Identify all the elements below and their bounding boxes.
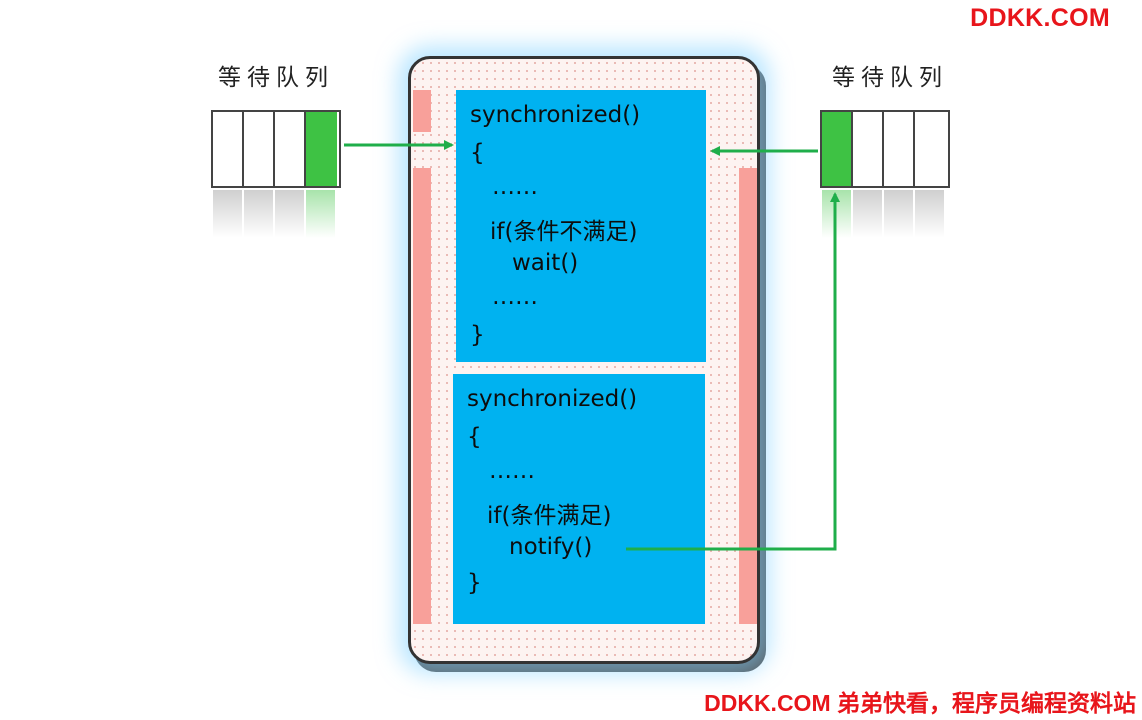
left-queue-cell-active [306,112,337,186]
right-queue-cell [853,112,884,186]
code-line: …… [492,174,538,200]
code-line: } [467,570,482,596]
left-queue-cell [275,112,306,186]
code-line: { [467,424,482,450]
right-queue-cell [915,112,946,186]
left-queue-reflection [213,190,337,238]
code-line: synchronized() [470,102,641,128]
code-line: wait() [512,250,579,276]
left-queue-label: 等待队列 [218,65,334,91]
watermark-bottom: DDKK.COM 弟弟快看，程序员编程资料站 [704,690,1136,716]
left-queue-cell [244,112,275,186]
right-queue-cell-active [822,112,853,186]
code-line: synchronized() [467,386,638,412]
notify-code-block: synchronized() { …… if(条件满足) notify() } [453,374,705,624]
watermark-top: DDKK.COM [970,4,1110,32]
code-line: } [470,322,485,348]
code-line: if(条件满足) [487,503,612,529]
code-line: …… [489,458,535,484]
left-entry-bar [413,168,431,624]
code-line: notify() [509,534,593,560]
notify-arrow [626,192,840,551]
left-queue-cell [213,112,244,186]
left-queue [211,110,341,188]
wait-code-block: synchronized() { …… if(条件不满足) wait() …… … [456,90,706,362]
right-queue-reflection [822,190,946,238]
code-line: if(条件不满足) [490,219,638,245]
right-entry-bar [739,168,757,624]
code-line: …… [492,284,538,310]
right-queue-label: 等待队列 [832,65,948,91]
right-queue [820,110,950,188]
right-queue-cell [884,112,915,186]
code-line: { [470,140,485,166]
left-entry-bar-top [413,90,431,132]
